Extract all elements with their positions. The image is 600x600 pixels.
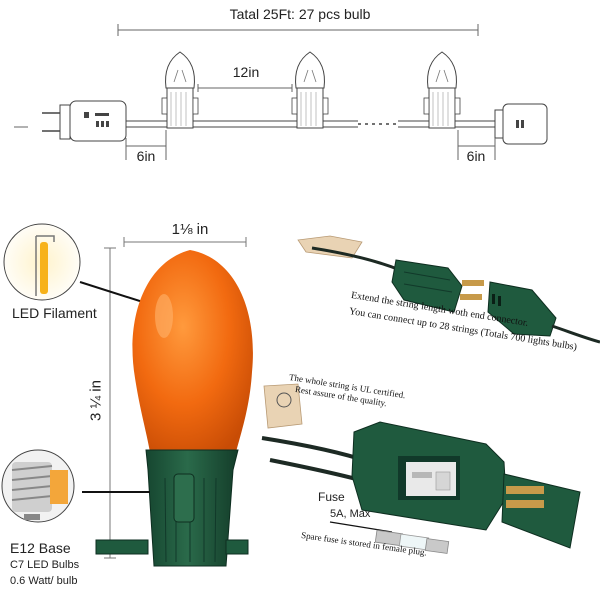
bulb-outline-icon — [161, 51, 199, 129]
female-plug-icon — [494, 103, 548, 145]
led-filament-label: LED Filament — [12, 305, 97, 321]
glass-fuse-icon — [374, 529, 450, 554]
green-socket — [95, 449, 249, 567]
fuse-rating: 5A, Max — [330, 508, 371, 520]
connector-fuse-plug — [351, 421, 581, 549]
male-plug-icon — [42, 100, 127, 142]
bulb-width-label: 1⅛ in — [171, 221, 209, 238]
orange-c7-bulb — [132, 250, 253, 452]
bulb-type-label: C7 LED Bulbs — [10, 559, 80, 571]
left-lead-label: 6in — [136, 148, 156, 164]
bulb-spacing-label: 12in — [232, 64, 260, 80]
base-label: E12 Base — [10, 540, 71, 556]
female-plug-icon — [487, 281, 557, 337]
bulb-outline-icon — [291, 51, 329, 129]
male-plug-icon — [391, 259, 484, 313]
right-lead-label: 6in — [466, 148, 486, 164]
bulb-outline-icon — [423, 51, 461, 129]
led-filament-icon — [3, 223, 81, 301]
total-length-label: Tatal 25Ft: 27 pcs bulb — [229, 6, 371, 22]
e12-base-icon — [1, 449, 75, 523]
wattage-label: 0.6 Watt/ bulb — [10, 575, 78, 587]
fuse-title: Fuse — [318, 490, 345, 504]
